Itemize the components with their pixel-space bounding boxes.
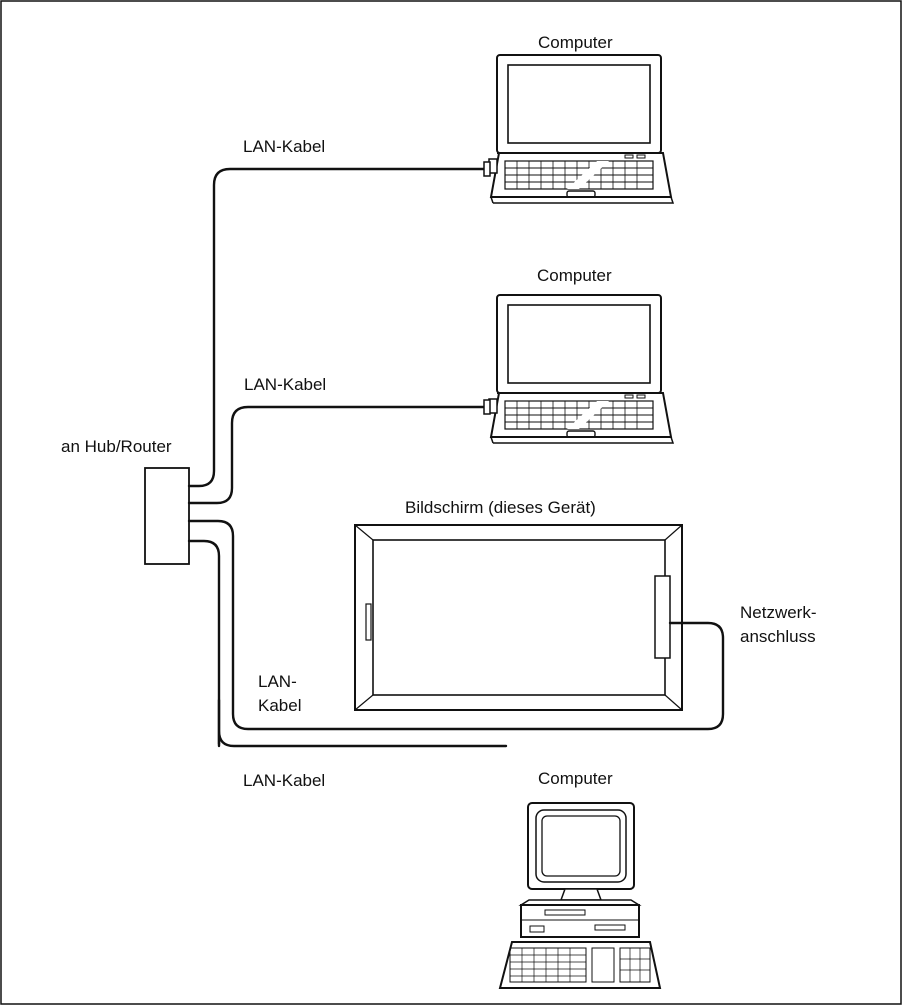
- laptop-icon: [488, 294, 674, 444]
- hub-router-icon: [144, 467, 190, 565]
- network-port-label: Netzwerk-: [740, 603, 817, 622]
- computer-label: Computer: [538, 33, 613, 52]
- network-port-label: anschluss: [740, 627, 816, 646]
- lan-cable-label: LAN-Kabel: [244, 375, 327, 394]
- hub-label: an Hub/Router: [61, 437, 172, 456]
- lan-cable: [187, 539, 221, 748]
- lan-cable-label: LAN-Kabel: [243, 771, 326, 790]
- lan-cable: [187, 519, 725, 731]
- computer-label: Computer: [537, 266, 612, 285]
- desktop-computer-icon: [498, 802, 662, 989]
- lan-cable: [187, 405, 486, 505]
- lan-cable: [217, 698, 508, 748]
- lan-cable-label: Kabel: [258, 696, 302, 715]
- display-monitor-icon: [354, 524, 683, 711]
- lan-cable-label: LAN-: [258, 672, 297, 691]
- laptop-icon: [488, 54, 674, 204]
- lan-cable: [187, 167, 486, 488]
- display-label: Bildschirm (dieses Gerät): [405, 498, 596, 517]
- lan-cable-label: LAN-Kabel: [243, 137, 326, 156]
- computer-label: Computer: [538, 769, 613, 788]
